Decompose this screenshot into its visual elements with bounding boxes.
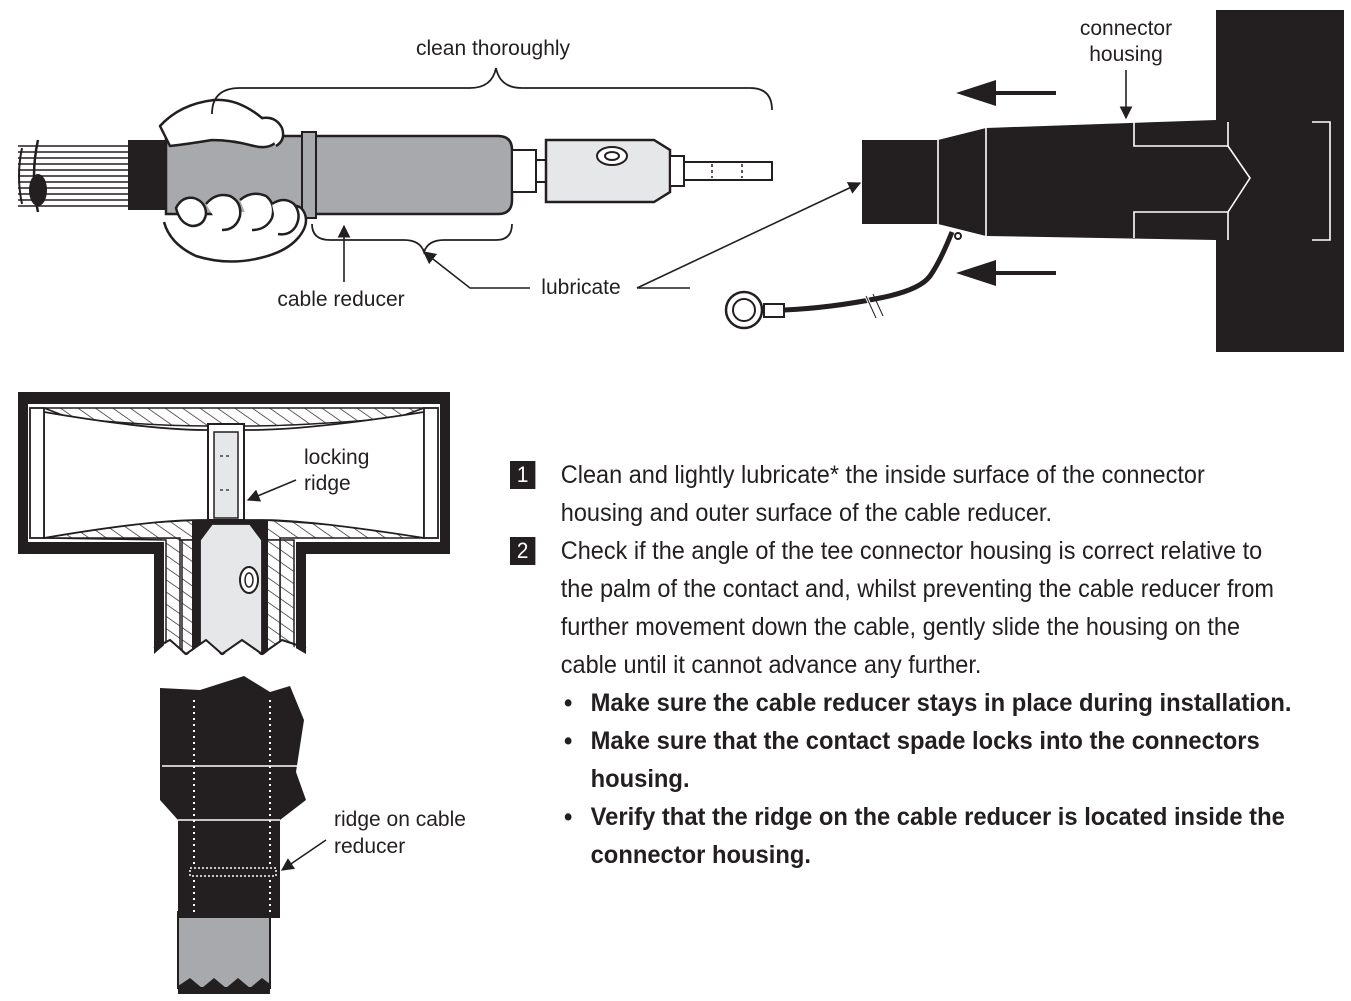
- lubricate-label: lubricate: [541, 276, 620, 299]
- clean-thoroughly-label: clean thoroughly: [416, 37, 571, 60]
- push-direction-arrows: [956, 80, 1056, 286]
- step-2-checklist: • Make sure the cable reducer stays in p…: [564, 684, 1340, 874]
- lubricate-brace: [311, 223, 513, 255]
- bullet-glyph: •: [564, 689, 573, 717]
- cable-reducer-figure: clean thoroughly cable reducer lubricate: [18, 37, 862, 311]
- connector-housing-body: [862, 120, 1216, 240]
- tee-connector-figure: connector housing: [724, 10, 1344, 352]
- connector-housing-label-line1: connector: [1080, 17, 1172, 40]
- clean-thoroughly-brace: [211, 67, 773, 115]
- step-1: 1 Clean and lightly lubricate* the insid…: [510, 456, 1290, 532]
- cross-section-figure: locking ridge: [18, 392, 450, 668]
- connector-housing-label-line2: housing: [1089, 43, 1163, 66]
- step-number-badge: 1: [510, 461, 536, 489]
- checklist-text: Verify that the ridge on the cable reduc…: [590, 803, 1285, 869]
- bullet-glyph: •: [564, 727, 573, 755]
- locking-ridge-label-line2: ridge: [304, 472, 351, 495]
- step-text: Clean and lightly lubricate* the inside …: [560, 461, 1205, 527]
- checklist-item: • Make sure the cable reducer stays in p…: [564, 684, 1301, 722]
- cable-contact: [544, 138, 773, 204]
- checklist-text: Make sure the cable reducer stays in pla…: [590, 689, 1292, 717]
- locking-ridge-label-line1: locking: [304, 446, 369, 469]
- ridge-view-figure: ridge on cable reducer: [160, 676, 466, 994]
- checklist-text: Make sure that the contact spade locks i…: [590, 727, 1260, 793]
- instruction-steps: 1 Clean and lightly lubricate* the insid…: [510, 456, 1340, 874]
- step-number-badge: 2: [510, 537, 536, 565]
- ridge-label-line2: reducer: [334, 835, 405, 858]
- step-2: 2 Check if the angle of the tee connecto…: [510, 532, 1290, 684]
- bullet-glyph: •: [564, 803, 573, 831]
- ridge-label-line1: ridge on cable: [334, 808, 466, 831]
- checklist-item: • Verify that the ridge on the cable red…: [564, 798, 1301, 874]
- checklist-item: • Make sure that the contact spade locks…: [564, 722, 1301, 798]
- step-text: Check if the angle of the tee connector …: [560, 537, 1274, 679]
- cable-reducer-label: cable reducer: [277, 288, 404, 311]
